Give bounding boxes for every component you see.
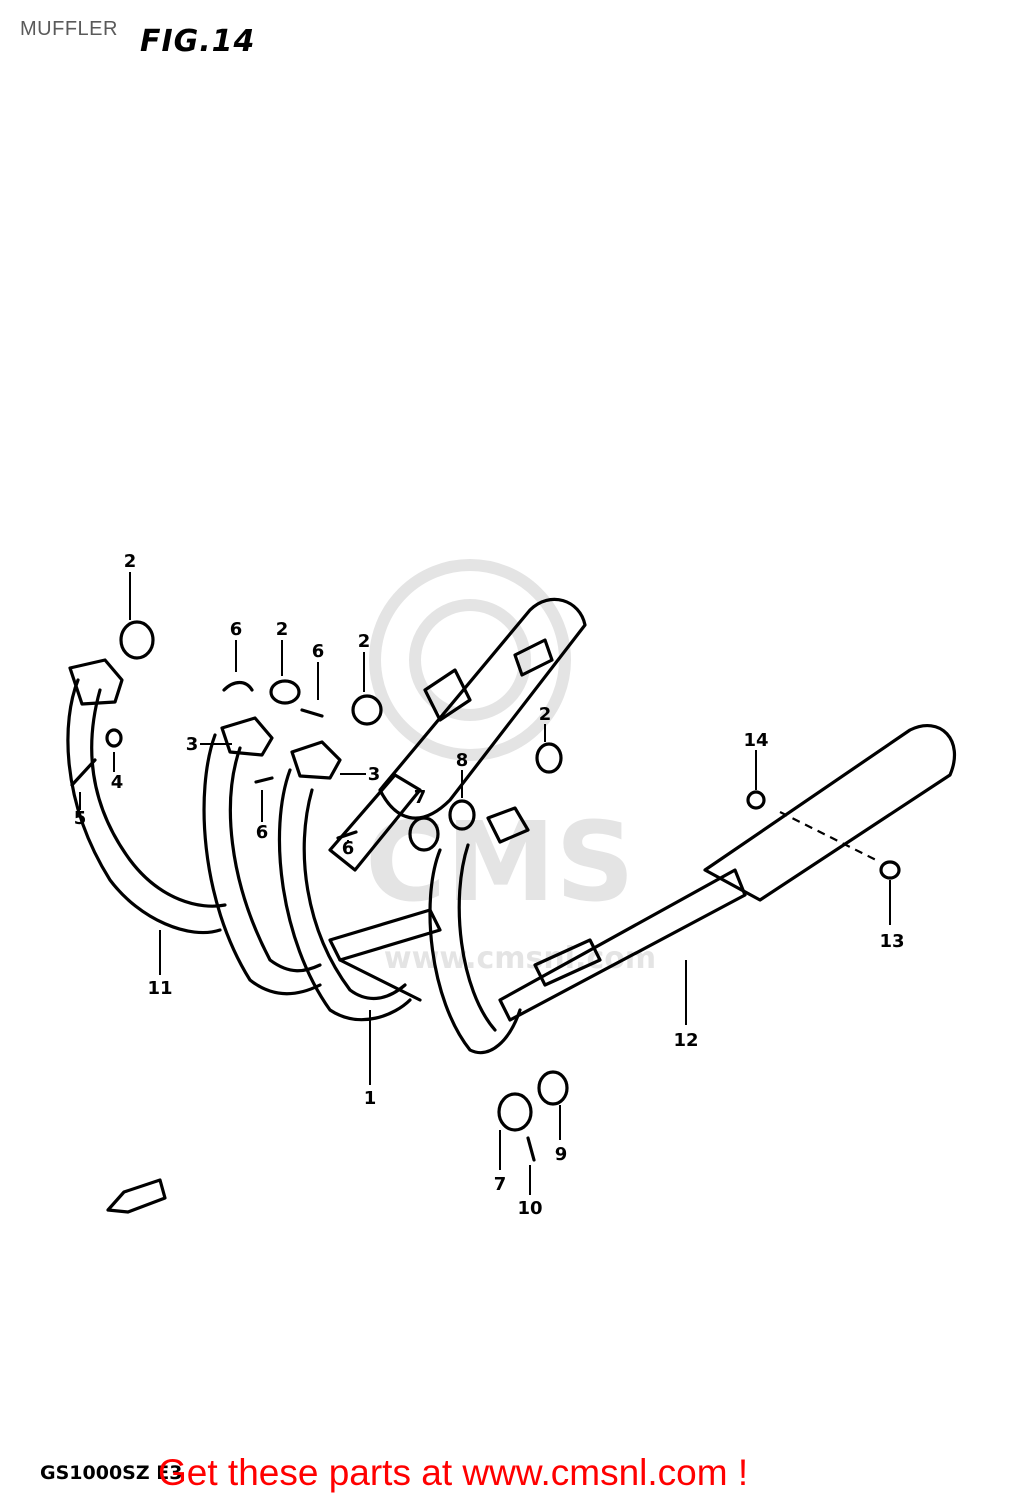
gasket-2-far-right	[535, 742, 563, 774]
watermark-logo: CMS www.cmsnl.com	[365, 559, 656, 976]
leader-lines	[79, 572, 891, 1195]
callout-6: 6	[230, 619, 243, 640]
callout-6: 6	[312, 641, 325, 662]
washer-4	[105, 728, 123, 748]
washer-14	[746, 790, 766, 810]
exhaust-pipe-11	[66, 658, 227, 935]
bracket-9	[537, 1070, 569, 1106]
callout-14: 14	[743, 730, 768, 751]
clamp-6-lower	[254, 776, 274, 784]
callout-labels: 2 6 2 6 2 2 3 3 4 5 6 6 7 8 14 13 11 12 …	[74, 551, 905, 1219]
cushion-7-lower	[497, 1092, 533, 1132]
watermark-text: CMS	[365, 798, 634, 926]
watermark-inner-ring	[409, 599, 531, 721]
callout-6: 6	[256, 822, 269, 843]
upper-muffler	[328, 597, 587, 872]
callout-3: 3	[368, 764, 381, 785]
bolt-5	[70, 758, 97, 787]
page-title: MUFFLER	[20, 18, 118, 40]
callout-2: 2	[276, 619, 289, 640]
figure-label: FIG.14	[140, 24, 256, 59]
callout-5: 5	[74, 808, 87, 829]
callout-7: 7	[414, 787, 427, 808]
watermark-ring	[369, 559, 571, 761]
bolt-10	[526, 1136, 536, 1162]
small-parts	[70, 620, 901, 1162]
callout-13: 13	[879, 931, 904, 952]
callout-7: 7	[494, 1174, 507, 1195]
callout-1: 1	[364, 1088, 377, 1109]
watermark-url: www.cmsnl.com	[384, 941, 656, 976]
callout-2: 2	[539, 704, 552, 725]
gasket-2-top	[119, 620, 155, 660]
gasket-2	[269, 679, 301, 705]
callout-11: 11	[147, 978, 172, 999]
clamp-6	[300, 708, 324, 718]
forward-arrow: FWD	[106, 1178, 167, 1214]
callout-12: 12	[673, 1030, 698, 1051]
clamp-6-mid	[336, 830, 358, 840]
bolt-13-axis	[779, 811, 881, 863]
callout-6: 6	[342, 838, 355, 859]
callout-3: 3	[186, 734, 199, 755]
callout-9: 9	[555, 1144, 568, 1165]
muffler-12	[428, 724, 957, 1055]
bracket-8	[448, 799, 476, 831]
exhaust-pipe-1	[202, 716, 442, 1022]
callout-4: 4	[111, 772, 124, 793]
bolt-13	[879, 860, 901, 880]
clamp-6-top	[222, 680, 254, 692]
callout-10: 10	[517, 1198, 542, 1219]
cta-link[interactable]: Get these parts at www.cmsnl.com !	[158, 1452, 749, 1493]
callout-2: 2	[358, 631, 371, 652]
model-code: GS1000SZ E3	[40, 1462, 183, 1484]
cushion-7	[408, 816, 440, 852]
gasket-2-right	[351, 694, 383, 726]
callout-8: 8	[456, 750, 469, 771]
callout-2: 2	[124, 551, 137, 572]
